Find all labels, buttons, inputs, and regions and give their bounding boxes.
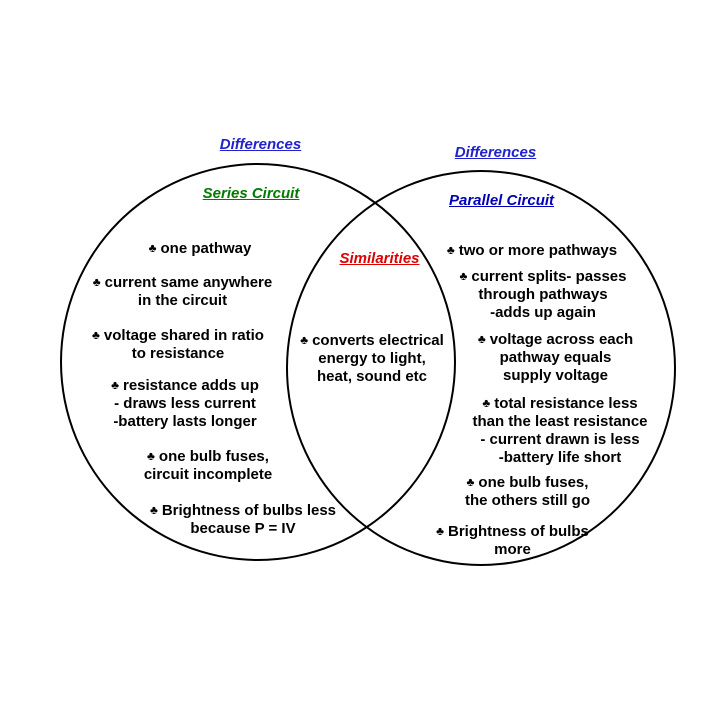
series-item-text: one pathway bbox=[160, 240, 252, 257]
parallel-item: ♣total resistance less than the least re… bbox=[460, 377, 660, 467]
paw-bullet-icon: ♣ bbox=[92, 275, 101, 289]
series-item: ♣one bulb fuses, circuit incomplete bbox=[123, 430, 293, 484]
paw-bullet-icon: ♣ bbox=[477, 332, 486, 346]
parallel-item: ♣two or more pathways bbox=[432, 224, 632, 260]
parallel-item-text: two or more pathways bbox=[458, 242, 618, 259]
paw-bullet-icon: ♣ bbox=[92, 328, 100, 342]
parallel-item: ♣voltage across each pathway equals supp… bbox=[468, 313, 643, 385]
series-item: ♣one pathway bbox=[135, 222, 265, 258]
series-item: ♣current same anywhere in the circuit bbox=[90, 256, 275, 310]
paw-bullet-icon: ♣ bbox=[148, 241, 157, 255]
paw-bullet-icon: ♣ bbox=[459, 269, 468, 283]
series-item-text: voltage shared in ratio to resistance bbox=[103, 327, 264, 362]
paw-bullet-icon: ♣ bbox=[446, 243, 455, 257]
paw-bullet-icon: ♣ bbox=[111, 378, 119, 392]
series-item: ♣Brightness of bulbs less because P = IV bbox=[128, 484, 358, 538]
parallel-item: ♣Brightness of bulbs more bbox=[420, 505, 605, 559]
parallel-item-text: current splits- passes through pathways … bbox=[471, 268, 627, 321]
differences-label-left: Differences bbox=[219, 136, 302, 153]
similarities-title: Similarities bbox=[339, 250, 420, 267]
paw-bullet-icon: ♣ bbox=[436, 524, 445, 538]
paw-bullet-icon: ♣ bbox=[300, 333, 309, 347]
similarities-item-text: converts electrical energy to light, hea… bbox=[312, 332, 444, 385]
paw-bullet-icon: ♣ bbox=[149, 503, 158, 517]
series-circuit-title: Series Circuit bbox=[202, 185, 300, 202]
parallel-circle-outline bbox=[286, 170, 676, 566]
parallel-circuit-title: Parallel Circuit bbox=[448, 192, 555, 209]
parallel-item-text: voltage across each pathway equals suppl… bbox=[489, 331, 634, 384]
series-item: ♣resistance adds up - draws less current… bbox=[95, 359, 275, 431]
series-item-text: current same anywhere in the circuit bbox=[104, 274, 273, 309]
parallel-item-text: Brightness of bulbs more bbox=[448, 523, 589, 558]
paw-bullet-icon: ♣ bbox=[482, 396, 491, 410]
parallel-item-text: one bulb fuses, the others still go bbox=[464, 474, 590, 509]
parallel-item: ♣one bulb fuses, the others still go bbox=[445, 456, 610, 510]
parallel-item-text: total resistance less than the least res… bbox=[472, 395, 648, 466]
differences-label-right: Differences bbox=[454, 144, 537, 161]
parallel-item: ♣current splits- passes through pathways… bbox=[448, 250, 638, 322]
paw-bullet-icon: ♣ bbox=[466, 475, 475, 489]
similarities-item: ♣converts electrical energy to light, he… bbox=[293, 314, 451, 386]
series-item: ♣voltage shared in ratio to resistance bbox=[83, 309, 273, 363]
series-item-text: resistance adds up - draws less current … bbox=[113, 377, 259, 430]
series-item-text: one bulb fuses, circuit incomplete bbox=[143, 448, 273, 483]
series-item-text: Brightness of bulbs less because P = IV bbox=[161, 502, 337, 537]
paw-bullet-icon: ♣ bbox=[147, 449, 155, 463]
